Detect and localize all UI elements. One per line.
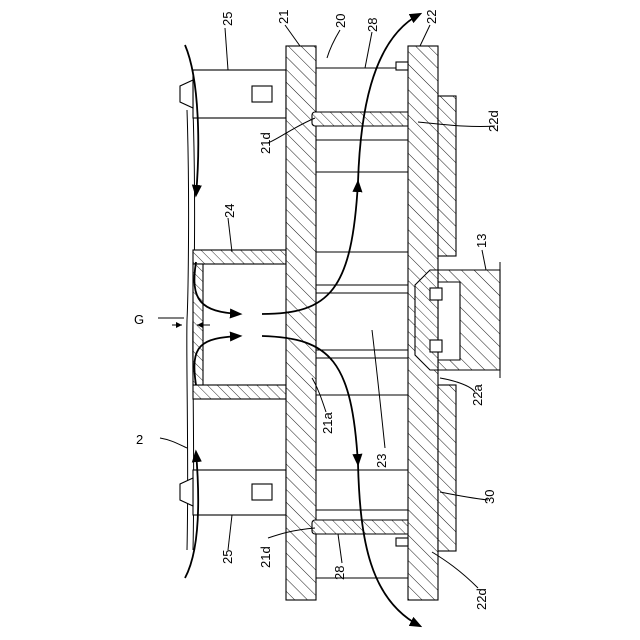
plate-30 [438,96,456,551]
frame-20 [316,68,408,578]
label-21: 21 [276,10,291,24]
label-22d-bottom: 22d [474,588,489,610]
label-25-bottom: 25 [220,550,235,564]
label-22a: 22a [470,384,485,406]
label-23: 23 [374,454,389,468]
label-28-top: 28 [365,18,380,32]
label-24: 24 [222,204,237,218]
label-21d-bottom: 21d [258,546,273,568]
label-28-bottom: 28 [332,566,347,580]
label-22: 22 [424,10,439,24]
label-13: 13 [474,234,489,248]
plate-21 [286,46,316,600]
label-25-top: 25 [220,12,235,26]
label-g: G [134,312,144,327]
shaft-13 [415,262,500,378]
label-30: 30 [482,490,497,504]
channel-23 [316,252,408,395]
block-25-bottom [180,470,286,515]
label-21a: 21a [320,412,335,434]
label-21d-top: 21d [258,132,273,154]
fastener-top [396,62,408,70]
label-2: 2 [136,432,143,447]
label-22d-top: 22d [486,110,501,132]
label-20: 20 [333,14,348,28]
fastener-bottom [396,538,408,546]
